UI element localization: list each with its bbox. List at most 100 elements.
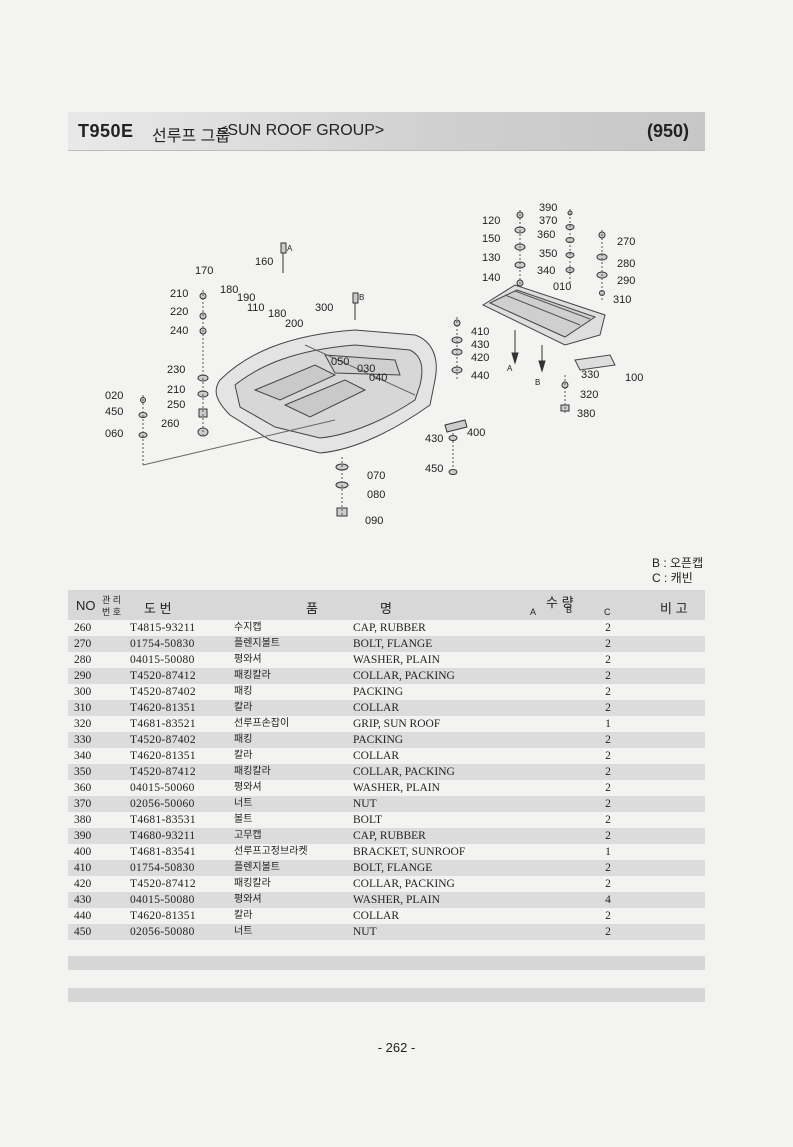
header-qty-a: A xyxy=(530,607,537,617)
callout: 320 xyxy=(580,389,598,401)
callout: 350 xyxy=(539,248,557,260)
part-number: 02056-50080 xyxy=(130,926,195,938)
part-name-korean: 고무캡 xyxy=(234,830,262,841)
callout: 010 xyxy=(553,281,571,293)
empty-row-band xyxy=(68,988,705,1002)
callout: 160 xyxy=(255,256,273,268)
part-number: 04015-50080 xyxy=(130,654,195,666)
part-name-english: CAP, RUBBER xyxy=(353,622,426,634)
header-mgmt-line1: 관 리 xyxy=(102,595,122,605)
callout: 090 xyxy=(365,515,383,527)
callout: 370 xyxy=(539,215,557,227)
part-index: 420 xyxy=(74,878,92,890)
view-marker: A xyxy=(287,244,293,253)
part-name-korean: 평와셔 xyxy=(234,894,262,905)
callout: 080 xyxy=(367,489,385,501)
callout: 180 xyxy=(220,284,238,296)
part-quantity: 1 xyxy=(605,718,611,730)
part-name-english: NUT xyxy=(353,926,377,938)
part-quantity: 2 xyxy=(605,798,611,810)
part-index: 380 xyxy=(74,814,92,826)
part-quantity: 2 xyxy=(605,878,611,890)
part-name-english: CAP, RUBBER xyxy=(353,830,426,842)
part-quantity: 2 xyxy=(605,814,611,826)
callout: 220 xyxy=(170,306,188,318)
part-number: T4520-87412 xyxy=(130,766,196,778)
callout: 140 xyxy=(482,272,500,284)
part-index: 400 xyxy=(74,846,92,858)
part-name-english: WASHER, PLAIN xyxy=(353,894,440,906)
part-name-korean: 평와셔 xyxy=(234,654,262,665)
legend-item-b: B : 오픈캡 xyxy=(652,556,704,570)
part-name-english: COLLAR xyxy=(353,910,399,922)
view-marker: B xyxy=(535,378,540,387)
exploded-parts-diagram: 160 170 180 210 190 110 180 200 300 220 … xyxy=(105,202,643,527)
part-quantity: 2 xyxy=(605,926,611,938)
part-index: 310 xyxy=(74,702,92,714)
header-drawing-no: 도 번 xyxy=(144,601,172,616)
part-name-korean: 패킹칼라 xyxy=(234,878,271,889)
part-index: 440 xyxy=(74,910,92,922)
part-index: 390 xyxy=(74,830,92,842)
part-number: T4681-83531 xyxy=(130,814,196,826)
callout: 390 xyxy=(539,202,557,214)
callout: 290 xyxy=(617,275,635,287)
header-no: NO xyxy=(76,598,96,613)
part-quantity: 2 xyxy=(605,830,611,842)
callout: 280 xyxy=(617,258,635,270)
part-number: T4620-81351 xyxy=(130,750,196,762)
part-name-korean: 패킹칼라 xyxy=(234,670,271,681)
empty-row-band xyxy=(68,956,705,970)
part-index: 320 xyxy=(74,718,92,730)
callout: 260 xyxy=(161,418,179,430)
part-name-korean: 선루프손잡이 xyxy=(234,718,290,729)
header-name: 명 xyxy=(380,601,392,616)
callout: 180 xyxy=(268,308,286,320)
callout: 400 xyxy=(467,427,485,439)
part-number: T4620-81351 xyxy=(130,702,196,714)
part-quantity: 2 xyxy=(605,766,611,778)
callout: 430 xyxy=(471,339,489,351)
part-quantity: 4 xyxy=(605,894,611,906)
part-number: T4520-87402 xyxy=(130,686,196,698)
part-name-english: PACKING xyxy=(353,686,404,698)
part-name-english: BOLT, FLANGE xyxy=(353,638,433,650)
part-quantity: 1 xyxy=(605,846,611,858)
part-name-english: WASHER, PLAIN xyxy=(353,782,440,794)
part-name-korean: 평와셔 xyxy=(234,782,262,793)
part-quantity: 2 xyxy=(605,702,611,714)
part-quantity: 2 xyxy=(605,622,611,634)
legend-item-c: C : 캐빈 xyxy=(652,571,693,585)
hardware-stacks xyxy=(138,209,608,517)
part-number: T4680-93211 xyxy=(130,830,196,842)
part-name-korean: 칼라 xyxy=(234,702,253,713)
callout: 170 xyxy=(195,265,213,277)
view-marker: B xyxy=(359,293,364,302)
part-index: 270 xyxy=(74,638,92,650)
group-title-english: <SUN ROOF GROUP> xyxy=(218,122,385,139)
part-name-english: COLLAR xyxy=(353,702,399,714)
callout: 450 xyxy=(425,463,443,475)
part-number: 01754-50830 xyxy=(130,638,195,650)
page-number: - 262 - xyxy=(377,1040,416,1055)
callout: 130 xyxy=(482,252,500,264)
header-remarks: 비 고 xyxy=(660,601,688,616)
sunroof-panel-drawing xyxy=(215,329,437,454)
callout: 040 xyxy=(369,372,387,384)
callout: 300 xyxy=(315,302,333,314)
part-name-english: WASHER, PLAIN xyxy=(353,654,440,666)
callout: 330 xyxy=(581,369,599,381)
part-number: 01754-50830 xyxy=(130,862,195,874)
part-quantity: 2 xyxy=(605,686,611,698)
callout: 450 xyxy=(105,406,123,418)
part-name-korean: 패킹 xyxy=(234,686,253,697)
